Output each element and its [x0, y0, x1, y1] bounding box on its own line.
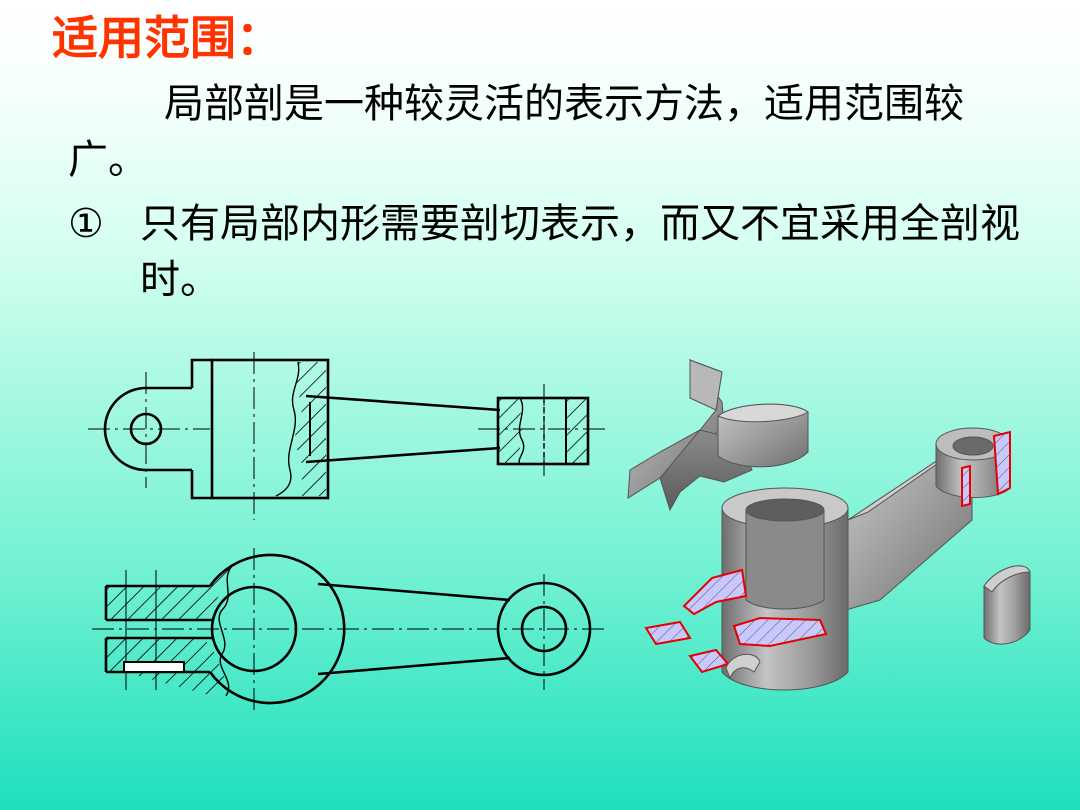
top-centerlines [92, 548, 606, 712]
top-small-bore [520, 605, 568, 653]
model-lug-slot [725, 653, 761, 680]
model-section-lower [732, 616, 828, 648]
top-hub-outline [208, 553, 346, 705]
front-arm [305, 394, 501, 464]
top-section-hatch-upper [106, 566, 232, 620]
top-small-boss [496, 581, 592, 677]
front-fillet [190, 358, 212, 500]
model-section-lug-a [644, 620, 692, 646]
front-boss-hatch-left [498, 398, 522, 464]
model-main-part [644, 427, 1011, 691]
bullet-number: ① [68, 201, 104, 247]
front-pin-hole [129, 412, 163, 446]
top-hub-bore [210, 585, 298, 673]
top-lug-slot [123, 661, 185, 673]
front-boss-break [518, 397, 525, 465]
front-centerlines [88, 352, 610, 520]
model-small-section-right [992, 430, 1011, 496]
front-boss-hatch-right [565, 397, 589, 465]
front-hub [210, 358, 330, 500]
intro-text: 局部剖是一种较灵活的表示方法，适用范围较广。 [68, 81, 964, 183]
model-cut-pieces [627, 358, 809, 512]
front-view [88, 352, 610, 520]
model-bushing-piece [983, 565, 1031, 645]
top-break-line [218, 565, 233, 697]
model-small-section-left [961, 464, 971, 508]
front-left-lug [103, 386, 192, 472]
top-arm [317, 582, 511, 676]
intro-paragraph: 局部剖是一种较灵活的表示方法，适用范围较广。 [68, 76, 998, 188]
top-view [92, 548, 606, 712]
front-break-line [275, 361, 300, 497]
bullet-item: ① 只有局部内形需要剖切表示，而又不宜采用全剖视时。 [68, 196, 1028, 308]
slide-title: 适用范围： [52, 11, 282, 65]
model-section-upper [682, 568, 748, 616]
bullet-text: 只有局部内形需要剖切表示，而又不宜采用全剖视时。 [140, 201, 1020, 303]
